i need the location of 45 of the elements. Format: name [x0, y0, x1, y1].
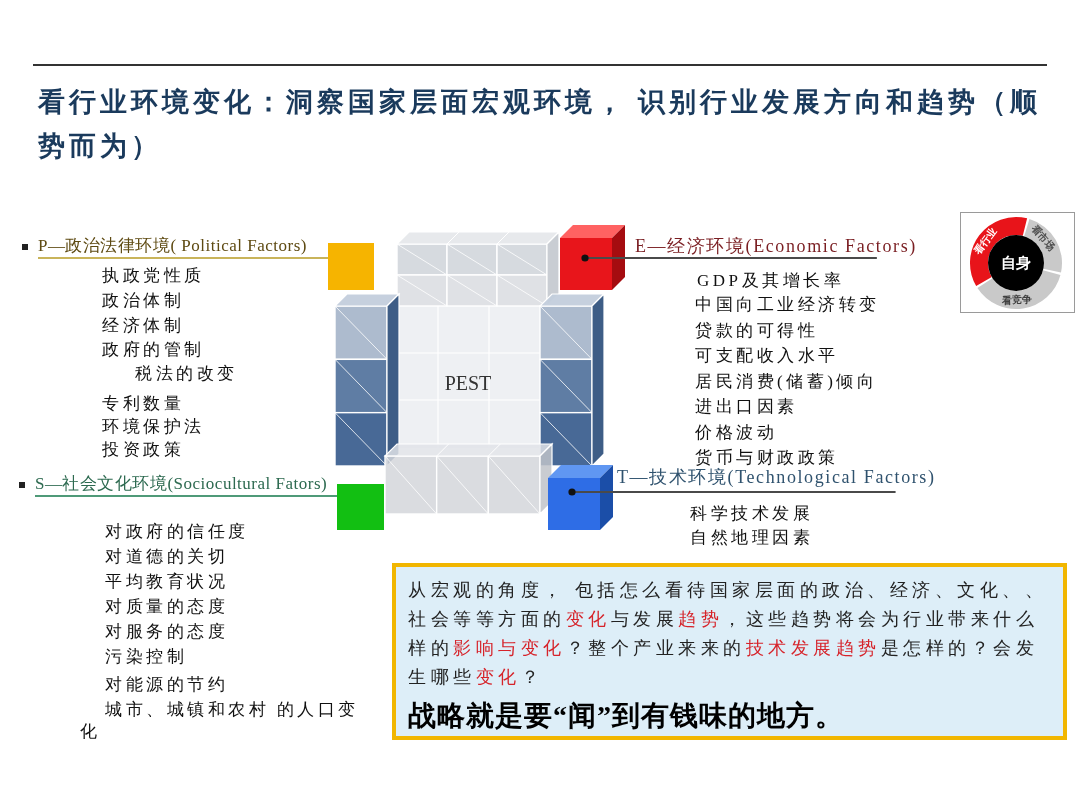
list-item: 进出口因素	[695, 396, 798, 418]
leader-line	[568, 488, 897, 496]
cube-icon	[548, 465, 613, 530]
list-item: 城市、城镇和农村 的人口变化	[80, 699, 360, 743]
list-item: 平均教育状况	[105, 571, 228, 593]
cube-icon	[560, 225, 625, 290]
list-item: 中国向工业经济转变	[695, 294, 880, 316]
list-item: 自然地理因素	[690, 527, 813, 549]
leader-line	[34, 495, 338, 497]
pest-label: PEST	[444, 371, 492, 395]
list-item: 执政党性质	[102, 265, 205, 287]
list-item: 贷款的可得性	[695, 320, 818, 342]
list-item: 政治体制	[102, 290, 184, 312]
ring-segment	[977, 270, 1061, 309]
list-item: 专利数量	[102, 393, 184, 415]
list-item: 环境保护法	[102, 416, 205, 438]
list-item: 污染控制	[105, 646, 187, 668]
list-item: 对能源的节约	[105, 674, 228, 696]
list-item: 经济体制	[102, 315, 184, 337]
square-icon	[337, 484, 384, 530]
list-item: 科学技术发展	[690, 503, 813, 525]
callout-box	[392, 563, 1067, 740]
list-item: 货币与财政政策	[695, 447, 839, 468]
slide-title: 看行业环境变化：洞察国家层面宏观环境， 识别行业发展方向和趋势（顺势而为）	[38, 86, 1042, 163]
list-item: 居民消费(储蓄)倾向	[695, 371, 878, 393]
square-icon	[328, 243, 374, 290]
list-item: 对质量的态度	[105, 596, 228, 618]
list-item: 税法的改变	[135, 363, 238, 385]
list-item: 对道德的关切	[105, 546, 228, 568]
section-heading: T—技术环境(Technological Factors)	[617, 467, 936, 487]
leader-line	[581, 254, 878, 262]
list-item: GDP及其增长率	[697, 270, 844, 292]
segment-label: 看竞争	[1002, 292, 1033, 308]
section-heading: S—社会文化环境(Sociocultural Fators)	[35, 474, 328, 494]
list-item: 对政府的信任度	[105, 521, 249, 543]
section-heading: P—政治法律环境( Political Factors)	[38, 236, 307, 256]
section-heading: E—经济环境(Economic Factors)	[635, 236, 917, 256]
list-item: 投资政策	[102, 439, 184, 461]
leader-line	[37, 257, 329, 259]
list-item: 对服务的态度	[105, 621, 228, 643]
list-item: 政府的管制	[102, 339, 205, 361]
list-item: 价格波动	[695, 422, 777, 444]
slogan-text: 战略就是要“闻”到有钱味的地方。	[408, 699, 845, 733]
callout-text: 从宏观的角度， 包括怎么看待国家层面的政治、经济、文化、、社会等等方面的变化与发展趋势，这些趋势将会为行业带来什么样的影响与变化？整个产业来来的技术发展趋势是怎样的？会发生哪些变化？	[408, 579, 1048, 689]
list-item: 可支配收入水平	[695, 345, 839, 367]
